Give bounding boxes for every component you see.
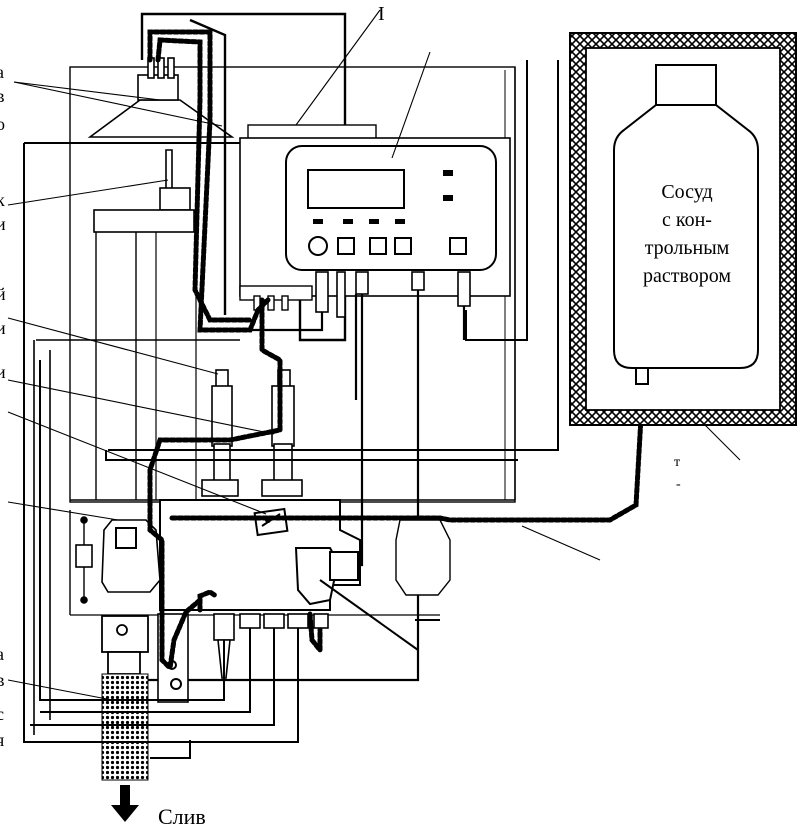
right-fragment-1: т [674, 455, 680, 470]
right-edge-fragments: т - [674, 455, 681, 492]
vessel-label-line-1: Сосуд [661, 181, 712, 203]
left-fragment-8: и [0, 362, 6, 382]
vessel-label-line-2: с кон- [662, 209, 712, 231]
left-fragment-5: и [0, 214, 6, 234]
drain-arrow [111, 785, 139, 822]
left-fragment-6: й [0, 284, 6, 304]
control-solution-bottle [613, 64, 759, 385]
left-fragment-10: в [0, 670, 5, 690]
top-hood [87, 57, 235, 138]
left-fragment-1: а [0, 62, 4, 82]
right-fragment-2: - [676, 477, 681, 492]
display-window [307, 169, 405, 209]
drain-hose [101, 673, 149, 781]
left-fragment-9: а [0, 644, 4, 664]
left-fragment-7: и [0, 318, 6, 338]
probe-assembly [93, 149, 195, 233]
flow-cell-body [159, 499, 361, 611]
left-fragment-11: с [0, 704, 4, 724]
drain-funnel [101, 615, 149, 675]
bottom-fittings [157, 613, 329, 703]
left-edge-fragments: а в о к и й и и а в с я [0, 62, 6, 750]
front-buttons [337, 237, 467, 255]
electrode-left [201, 369, 239, 497]
power-knob [308, 236, 328, 256]
drain-label: Слив [158, 804, 206, 827]
unit-number-label: I [378, 3, 385, 25]
electronic-unit [239, 124, 511, 318]
leader-lines [7, 9, 741, 701]
vessel-label-line-4: раствором [643, 265, 731, 287]
left-fragment-2: в [0, 86, 5, 106]
vessel-label-line-3: трольным [645, 237, 730, 259]
vessel-label: Сосуд с кон- трольным раствором [643, 181, 731, 287]
unit-terminal-block [239, 285, 313, 311]
left-pump [75, 516, 161, 604]
flow-valve [253, 507, 289, 537]
function-keys-row [313, 219, 405, 224]
indicator-led-1 [443, 170, 453, 176]
left-fragment-3: о [0, 114, 5, 134]
left-fragment-4: к [0, 190, 5, 210]
lower-wiring [23, 60, 559, 759]
left-fragment-12: я [0, 730, 4, 750]
waste-bag [395, 519, 451, 596]
indicator-led-2 [443, 195, 453, 201]
unit-connectors [315, 271, 471, 318]
